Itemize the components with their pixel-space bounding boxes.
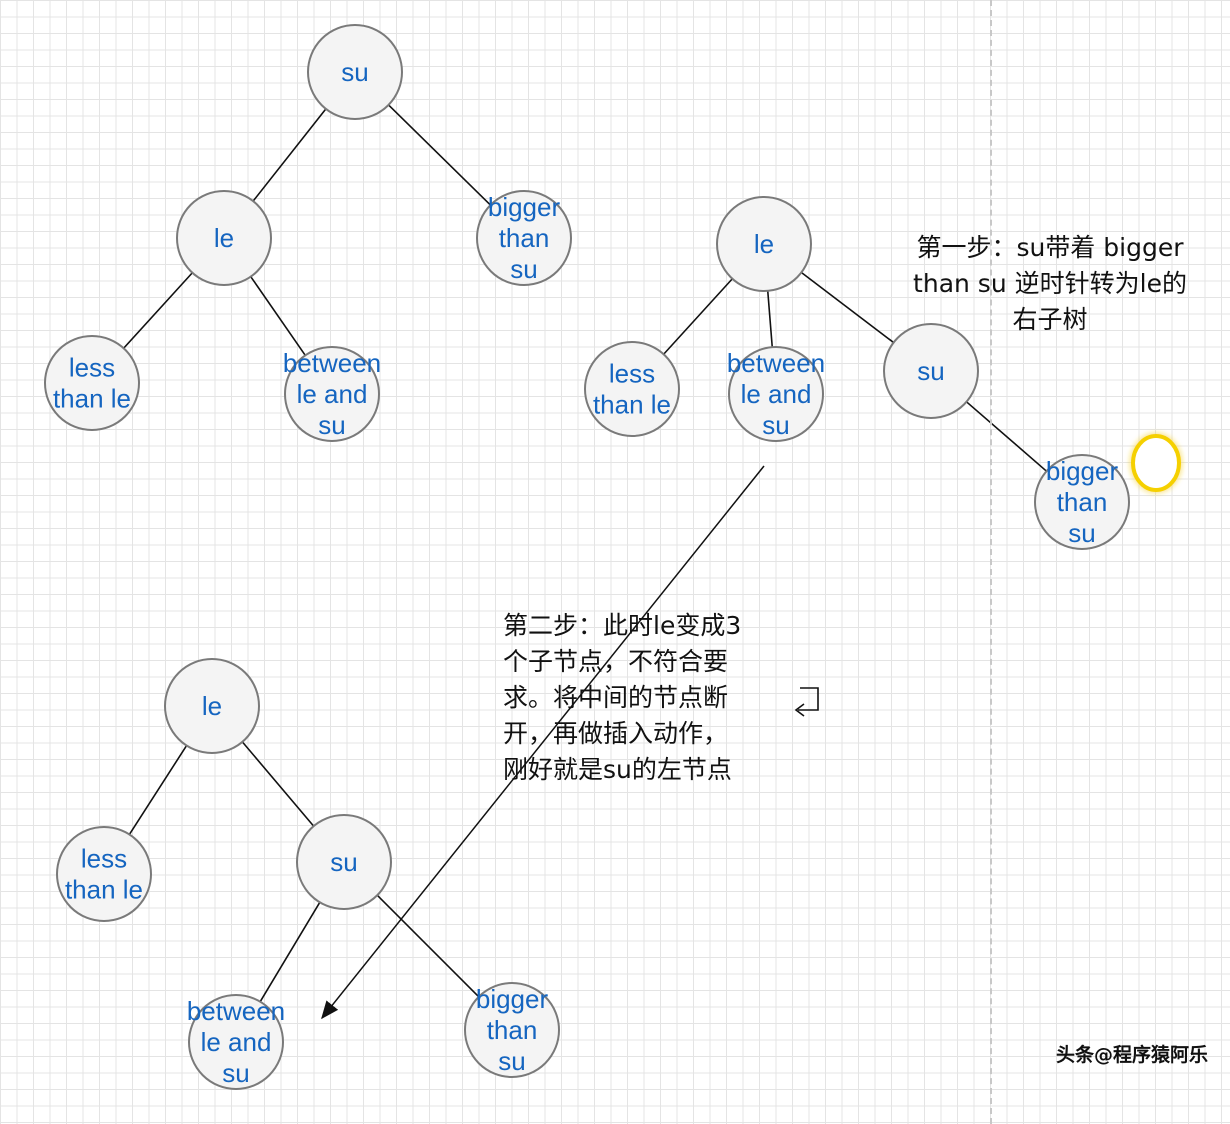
node-label-line: less <box>609 359 655 389</box>
node-label-line: bigger <box>488 192 561 222</box>
node-label-line: su <box>341 57 368 87</box>
tree3-node-le: le <box>164 658 260 754</box>
node-label-line: less <box>81 844 127 874</box>
tree2-node-su: su <box>883 323 979 419</box>
tree1-node-su: su <box>307 24 403 120</box>
node-label-line: than <box>499 223 550 253</box>
small-return-arrow-icon <box>798 687 819 711</box>
step1-line-1: 第一步：su带着 bigger <box>916 233 1184 262</box>
node-label-line: than <box>487 1015 538 1045</box>
tree2-edge-le-su <box>800 271 895 344</box>
node-circle <box>296 814 392 910</box>
step2-line-4: 开，再做插入动作， <box>503 719 729 748</box>
tree1-edge-su-bigger <box>387 104 492 206</box>
node-label-line: between <box>283 348 381 378</box>
node-label-line: than le <box>593 390 671 420</box>
highlight-ellipse <box>1131 434 1181 492</box>
step2-line-5: 刚好就是su的左节点 <box>503 755 732 784</box>
tree2-edge-le-less <box>663 278 733 355</box>
node-circle <box>284 346 380 442</box>
tree3-edge-su-bigger <box>376 894 480 998</box>
node-label-line: su <box>1068 518 1095 548</box>
node-label-line: between <box>727 348 825 378</box>
node-circle <box>307 24 403 120</box>
node-label-line: le <box>202 691 222 721</box>
node-label-line: bigger <box>476 984 549 1014</box>
node-label-line: le <box>214 223 234 253</box>
node-label-line: su <box>917 356 944 386</box>
node-label-line: than le <box>53 384 131 414</box>
node-circle <box>176 190 272 286</box>
tree3-edge-su-between <box>259 901 321 1003</box>
extras-layer <box>321 434 1181 1020</box>
node-label-line: su <box>222 1058 249 1088</box>
tree1-node-le: le <box>176 190 272 286</box>
node-circle <box>1034 454 1130 550</box>
node-label-line: than le <box>65 875 143 905</box>
tree2-edge-su-bigger <box>965 401 1048 472</box>
dashed-divider <box>990 0 992 1124</box>
node-circle <box>44 335 140 431</box>
node-label-line: bigger <box>1046 456 1119 486</box>
tree2-edge-le-between <box>766 290 774 348</box>
tree1-edge-le-less <box>123 272 193 349</box>
node-label-line: between <box>187 996 285 1026</box>
node-circle <box>188 994 284 1090</box>
step2-line-3: 求。将中间的节点断 <box>503 683 729 712</box>
step1-line-3: 右子树 <box>1012 305 1088 334</box>
node-label-line: than <box>1057 487 1108 517</box>
node-circle <box>476 190 572 286</box>
step1-note: 第一步：su带着 bigger than su 逆时针转为le的 右子树 <box>890 230 1210 338</box>
tree3-node-su: su <box>296 814 392 910</box>
node-label-line: su <box>762 410 789 440</box>
node-label-line: su <box>330 847 357 877</box>
tree1-edge-le-between <box>250 276 306 356</box>
tree3-edge-le-su <box>241 741 315 827</box>
step2-line-1: 第二步：此时le变成3 <box>503 611 742 640</box>
move-arrow <box>321 465 765 1020</box>
tree1-edge-su-le <box>252 108 327 202</box>
node-circle <box>584 341 680 437</box>
node-label-line: su <box>318 410 345 440</box>
step2-line-2: 个子节点，不符合要 <box>503 647 729 676</box>
node-label-line: le and <box>741 379 812 409</box>
node-circle <box>728 346 824 442</box>
step2-note: 第二步：此时le变成3 个子节点，不符合要 求。将中间的节点断 开，再做插入动作… <box>503 608 793 788</box>
watermark: 头条@程序猿阿乐 <box>1055 1044 1208 1066</box>
tree3-edge-le-less <box>128 745 188 835</box>
edges-layer <box>123 104 1048 1003</box>
node-circle <box>716 196 812 292</box>
node-circle <box>56 826 152 922</box>
node-circle <box>464 982 560 1078</box>
step1-line-2: than su 逆时针转为le的 <box>913 269 1187 298</box>
node-label-line: less <box>69 353 115 383</box>
node-circle <box>883 323 979 419</box>
node-label-line: su <box>498 1046 525 1076</box>
node-label-line: le <box>754 229 774 259</box>
node-label-line: le and <box>201 1027 272 1057</box>
node-label-line: su <box>510 254 537 284</box>
tree2-node-le: le <box>716 196 812 292</box>
node-circle <box>164 658 260 754</box>
node-label-line: le and <box>297 379 368 409</box>
